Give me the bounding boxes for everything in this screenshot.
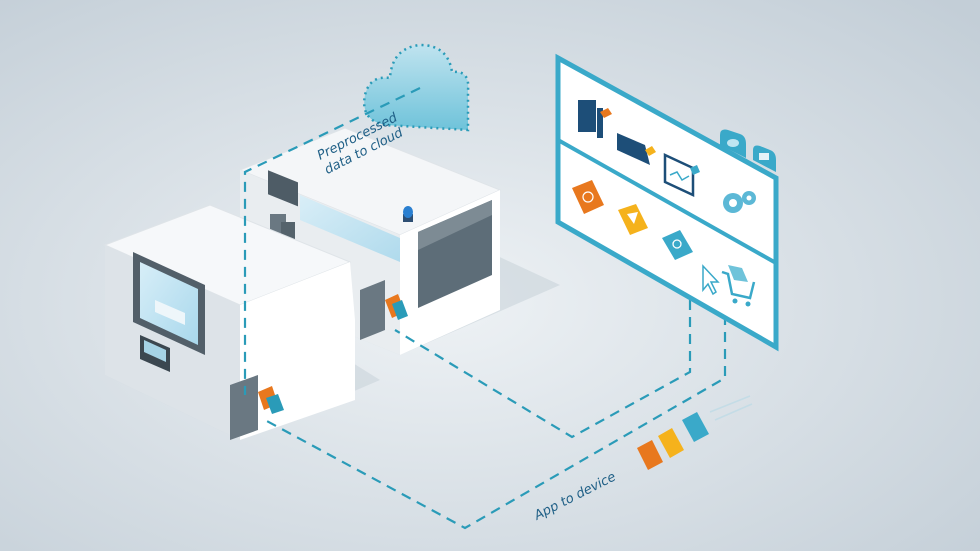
magnifier-app-icon [682, 412, 709, 442]
funnel-app-icon [658, 428, 684, 458]
laptop-icon [753, 145, 776, 172]
cursor-icon [702, 264, 720, 296]
cloud-tab-icon [720, 129, 746, 158]
beacon-light-icon [403, 206, 413, 222]
machine-right [238, 127, 502, 355]
panel-flow-line-1 [394, 300, 692, 439]
gears-icon [723, 191, 756, 213]
machine-icon [617, 133, 656, 165]
cart-icon [721, 265, 756, 307]
panel-flow-line-2 [264, 315, 727, 530]
app-cards-to-device [637, 395, 753, 470]
chart-monitor-icon [663, 153, 700, 197]
brain-app-icon [572, 180, 604, 214]
controller-icon [578, 100, 612, 138]
cloud-flow-line [243, 87, 421, 395]
magnifier-app-icon [662, 230, 693, 260]
edge-management-panel [555, 53, 779, 352]
machine-left [103, 204, 355, 440]
brain-app-icon [637, 440, 663, 470]
cloud-icon [362, 43, 470, 132]
funnel-app-icon [618, 204, 648, 235]
